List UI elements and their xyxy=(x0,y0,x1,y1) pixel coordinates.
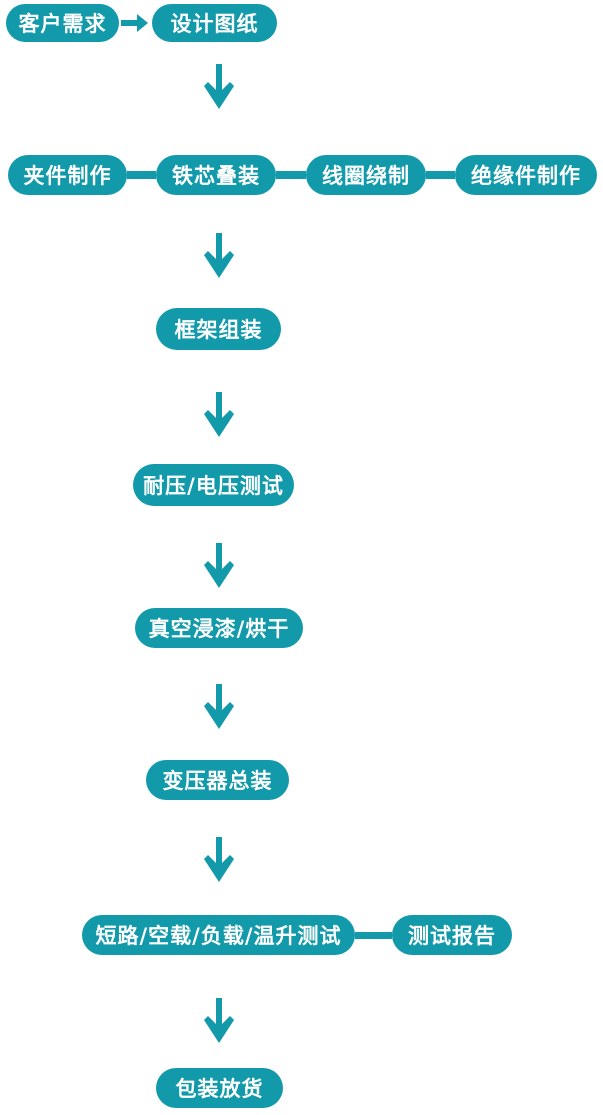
arrow-down-icon xyxy=(204,64,234,109)
arrow-down-icon xyxy=(204,684,234,729)
node-packing-delivery: 包装放货 xyxy=(156,1068,283,1108)
node-voltage-test: 耐压/电压测试 xyxy=(133,464,294,506)
node-frame-assembly: 框架组装 xyxy=(156,308,281,350)
connector-line xyxy=(355,932,392,939)
node-transformer-assembly: 变压器总装 xyxy=(146,760,289,800)
node-design-drawings: 设计图纸 xyxy=(152,4,277,42)
node-core-stacking: 铁芯叠装 xyxy=(156,155,276,195)
node-clamp-fabrication: 夹件制作 xyxy=(8,155,127,195)
connector-line xyxy=(276,171,306,179)
node-test-report: 测试报告 xyxy=(392,915,512,955)
arrow-down-icon xyxy=(204,392,234,437)
arrow-down-icon xyxy=(204,543,234,588)
arrow-right-icon xyxy=(121,14,148,32)
arrow-down-icon xyxy=(204,233,234,278)
arrow-down-icon xyxy=(204,837,234,882)
node-customer-requirements: 客户需求 xyxy=(6,4,119,42)
node-coil-winding: 线圈绕制 xyxy=(306,155,426,195)
connector-line xyxy=(127,171,156,179)
arrow-down-icon xyxy=(204,998,234,1043)
node-load-tests: 短路/空载/负载/温升测试 xyxy=(82,915,355,955)
node-vacuum-varnish-drying: 真空浸漆/烘干 xyxy=(135,608,303,648)
connector-line xyxy=(426,171,455,179)
node-insulation-fabrication: 绝缘件制作 xyxy=(455,155,597,195)
